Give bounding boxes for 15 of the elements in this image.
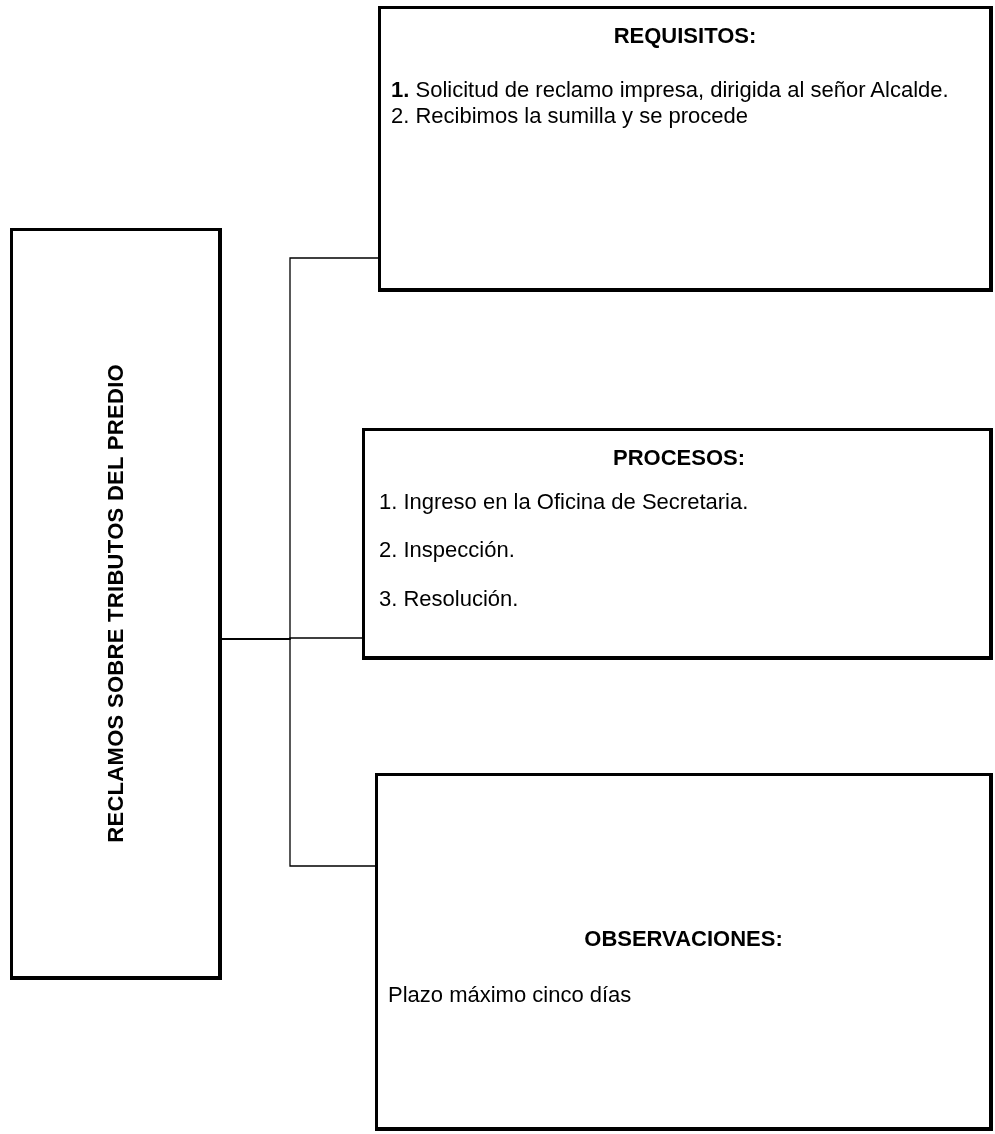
list-item: 2. Recibimos la sumilla y se procede bbox=[391, 103, 750, 130]
list-item: 3. Resolución. bbox=[379, 585, 520, 613]
info-box bbox=[362, 428, 993, 660]
list-item: 1. Solicitud de reclamo impresa, dirigida al señor Alcalde. bbox=[391, 77, 950, 104]
info-box bbox=[375, 773, 993, 1131]
vertical-title: RECLAMOS SOBRE TRIBUTOS DEL PREDIO bbox=[102, 364, 129, 843]
box-heading: OBSERVACIONES: bbox=[583, 926, 784, 952]
connector-line bbox=[221, 638, 376, 867]
title-box bbox=[10, 228, 222, 980]
box-heading: PROCESOS: bbox=[612, 445, 746, 471]
list-item: 2. Inspección. bbox=[379, 537, 516, 564]
info-box bbox=[378, 6, 993, 292]
box-heading: REQUISITOS: bbox=[612, 23, 758, 49]
list-item: Plazo máximo cinco días bbox=[388, 982, 633, 1009]
list-item: 1. Ingreso en la Oficina de Secretaria. bbox=[379, 489, 750, 516]
